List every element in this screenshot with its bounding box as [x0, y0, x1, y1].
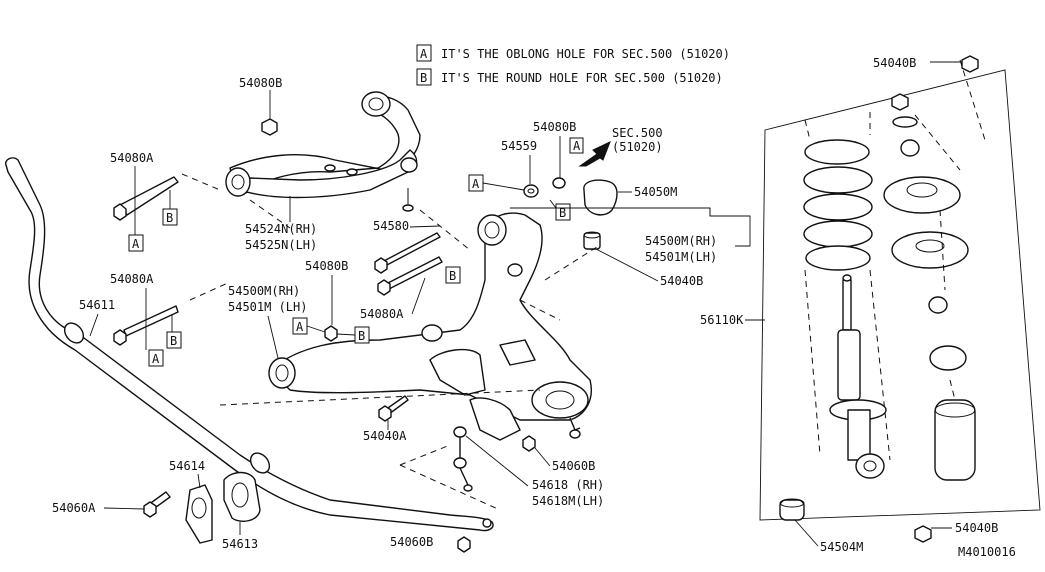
callout-washer-54559: 54559	[501, 139, 537, 153]
callout-stabilizer-bar: 54611	[79, 298, 115, 312]
callout-nut-mid: 54080B	[305, 259, 348, 273]
sec-500-reference: SEC.500 (51020) A	[569, 126, 663, 167]
bolt-54580: 54580	[373, 219, 441, 274]
bushing-54040b-mid: 54040B	[583, 231, 703, 288]
callout-bottom-nut-54040b: 54040B	[955, 521, 998, 535]
sec-ref-line2: (51020)	[612, 140, 663, 154]
bolt-54040a: 54040A	[363, 395, 409, 443]
nut-mid-54080b: 54080B A B	[292, 259, 370, 344]
callout-bushing-54504m: 54504M	[820, 540, 863, 554]
upper-bolt-tag-b: B	[166, 211, 173, 225]
callout-upper-arm-lh: 54525N(LH)	[245, 238, 317, 252]
callout-lower-arm-rh-right: 54500M(RH)	[645, 234, 717, 248]
strut-top-mount-stack	[883, 93, 976, 481]
callout-shield-54050m: 54050M	[634, 185, 677, 199]
callout-link-rh: 54618 (RH)	[532, 478, 604, 492]
nut-54080b-right: 54080B A B	[468, 120, 576, 221]
stabilizer-clamp: 54614	[169, 459, 213, 544]
bolt-54060a: 54060A	[52, 491, 171, 518]
bushing-54504m: 54504M	[779, 498, 863, 554]
callout-clamp-54614: 54614	[169, 459, 205, 473]
mid-bolt-tag-b: B	[449, 269, 456, 283]
callout-nut-54080b-right: 54080B	[533, 120, 576, 134]
bolt-54080a-mid: B 54080A	[360, 256, 461, 321]
callout-bushing-54040b-mid: 54040B	[660, 274, 703, 288]
callout-link-lh: 54618M(LH)	[532, 494, 604, 508]
top-nut-54040b: 54040B	[873, 55, 979, 73]
callout-bolt-54060a: 54060A	[52, 501, 96, 515]
upper-arm	[225, 91, 421, 212]
washer-tag-a: A	[472, 177, 480, 191]
coil-spring	[803, 139, 873, 271]
note-b-tag: B	[420, 71, 427, 85]
upper-bolt: 54080A A B	[110, 151, 179, 252]
lower-arm	[268, 212, 592, 441]
note-b: B IT'S THE ROUND HOLE FOR SEC.500 (51020…	[416, 68, 723, 86]
callout-shock-kit: 56110K	[700, 313, 744, 327]
note-a: A IT'S THE OBLONG HOLE FOR SEC.500 (5102…	[416, 44, 730, 62]
shield-54050m: 54050M	[583, 179, 677, 216]
note-a-text: IT'S THE OBLONG HOLE FOR SEC.500 (51020)	[441, 47, 730, 61]
sec-ref-tag-a: A	[573, 139, 581, 153]
callout-upper-bolt-left: 54080A	[110, 151, 154, 165]
callout-upper-nut: 54080B	[239, 76, 282, 90]
upper-nut: 54080B	[239, 76, 282, 136]
link-nut-54060b: 54060B	[522, 435, 595, 473]
sec-ref-arrow-icon	[578, 141, 611, 167]
mid-nut-tag-b: B	[358, 329, 365, 343]
callout-top-nut-54040b: 54040B	[873, 56, 916, 70]
stabilizer-bar	[5, 157, 494, 532]
note-b-text: IT'S THE ROUND HOLE FOR SEC.500 (51020)	[441, 71, 723, 85]
callout-lower-arm-rh-left: 54500M(RH)	[228, 284, 300, 298]
callout-bolt-54580: 54580	[373, 219, 409, 233]
lower-bolt-tag-a: A	[152, 352, 160, 366]
bottom-nut-54060b: 54060B	[390, 535, 471, 553]
callout-bolt-54040a: 54040A	[363, 429, 407, 443]
callout-lower-bolt-left: 54080A	[110, 272, 154, 286]
strut-kit-frame: 56110K	[700, 69, 1041, 521]
callout-link-nut-54060b: 54060B	[552, 459, 595, 473]
callout-lower-arm-lh-left: 54501M (LH)	[228, 300, 307, 314]
callout-bushing-54613: 54613	[222, 537, 258, 551]
lower-bolt-tag-b: B	[170, 334, 177, 348]
shock-absorber	[829, 274, 887, 479]
callout-bottom-nut-54060b: 54060B	[390, 535, 433, 549]
note-a-tag: A	[420, 47, 428, 61]
stabilizer-link: 54618 (RH) 54618M(LH)	[453, 426, 604, 508]
callout-bolt-mid: 54080A	[360, 307, 404, 321]
stabilizer-bushing: 54613	[222, 471, 261, 551]
washer-54559: 54559	[501, 139, 539, 198]
upper-bolt-tag-a: A	[132, 237, 140, 251]
bottom-nut-54040b: 54040B	[914, 521, 998, 543]
mid-nut-tag-a: A	[296, 320, 304, 334]
drawing-number: M4010016	[958, 545, 1016, 559]
washer-tag-b: B	[559, 206, 566, 220]
sec-ref-line1: SEC.500	[612, 126, 663, 140]
callout-upper-arm-rh: 54524N(RH)	[245, 222, 317, 236]
lower-bolt-left: 54080A A B	[110, 272, 182, 367]
callout-lower-arm-lh-right: 54501M(LH)	[645, 250, 717, 264]
